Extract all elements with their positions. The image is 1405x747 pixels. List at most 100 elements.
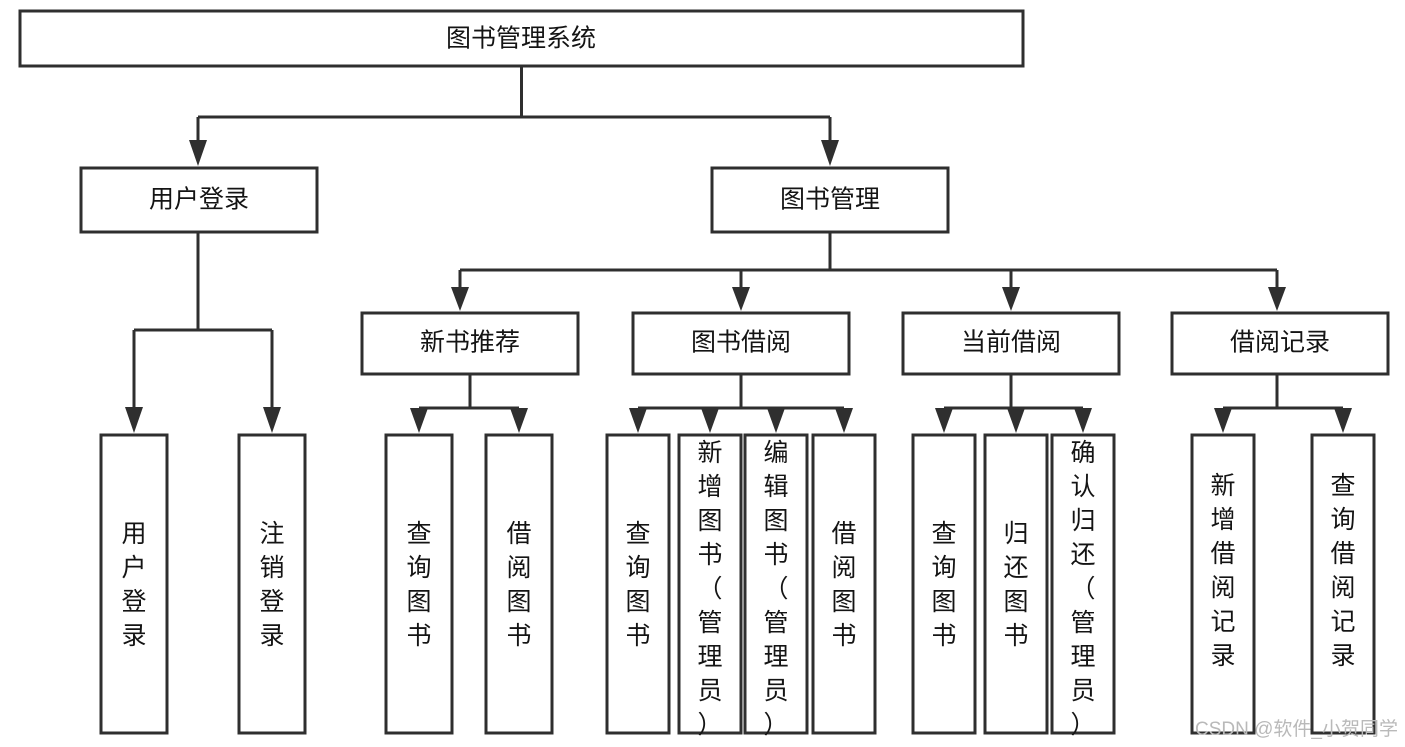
- leaf-label-char: 书: [831, 622, 856, 650]
- leaf-node-leaf-user-login[interactable]: 用户登录: [99, 433, 169, 735]
- leaf-label-char: 借: [506, 520, 531, 548]
- node-new-book-recommend[interactable]: 新书推荐: [360, 311, 580, 376]
- leaf-node-label: 借阅图书: [506, 520, 531, 650]
- leaf-label-char: 记: [1210, 608, 1235, 636]
- node-borrow-record-box[interactable]: [1170, 311, 1390, 376]
- leaf-node-box[interactable]: [677, 433, 743, 735]
- node-current-borrow[interactable]: 当前借阅: [901, 311, 1121, 376]
- leaf-node-box[interactable]: [484, 433, 554, 735]
- leaf-node-label: 查询图书: [625, 520, 650, 650]
- csdn-watermark: CSDN @软件_小贺同学: [1195, 718, 1398, 740]
- connector-group-book-management-to-level3: [451, 232, 1286, 311]
- leaf-label-char: 确: [1070, 439, 1095, 467]
- leaf-node-leaf-query-book-rec[interactable]: 查询图书: [384, 433, 454, 735]
- connector-group-root-to-level2: [189, 66, 839, 166]
- node-new-book-recommend-box[interactable]: [360, 311, 580, 376]
- node-user-login-box[interactable]: [79, 166, 319, 234]
- leaf-label-char: 查: [625, 520, 650, 548]
- leaf-label-char: 图: [763, 507, 788, 535]
- leaf-node-box[interactable]: [1310, 433, 1376, 735]
- leaf-label-char: ）: [1070, 711, 1095, 739]
- leaf-label-char: 书: [625, 622, 650, 650]
- node-user-login[interactable]: 用户登录: [79, 166, 319, 234]
- leaf-label-char: 书: [931, 622, 956, 650]
- leaf-node-label: 查询图书: [931, 520, 956, 650]
- arrow-head-book-management: [821, 140, 839, 166]
- leaf-label-char: 图: [506, 588, 531, 616]
- leaf-node-box[interactable]: [1050, 433, 1116, 735]
- arrow-head-new-book-recommend: [451, 287, 469, 311]
- leaf-label-char: 图: [1003, 588, 1028, 616]
- leaf-node-leaf-confirm-return[interactable]: 确认归还（管理员）: [1050, 433, 1116, 739]
- leaf-label-char: 记: [1330, 608, 1355, 636]
- leaf-label-char: 认: [1070, 473, 1095, 501]
- arrow-head-leaf-add-record: [1214, 408, 1232, 433]
- arrow-head-leaf-borrow-book: [835, 408, 853, 433]
- leaf-node-leaf-add-book[interactable]: 新增图书（管理员）: [677, 433, 743, 739]
- leaf-label-char: 图: [697, 507, 722, 535]
- leaf-node-box[interactable]: [1190, 433, 1256, 735]
- leaf-label-char: 管: [697, 609, 722, 637]
- leaf-node-label: 查询借阅记录: [1330, 472, 1355, 670]
- leaf-node-leaf-logout[interactable]: 注销登录: [237, 433, 307, 735]
- node-book-management[interactable]: 图书管理: [710, 166, 950, 234]
- leaf-label-char: 借: [1330, 540, 1355, 568]
- leaf-node-leaf-borrow-book-rec[interactable]: 借阅图书: [484, 433, 554, 735]
- leaf-node-box[interactable]: [911, 433, 977, 735]
- node-new-book-recommend-label: 新书推荐: [420, 329, 520, 357]
- arrow-head-leaf-query-book-rec: [410, 408, 428, 433]
- node-user-login-label: 用户登录: [149, 186, 249, 214]
- leaf-label-char: 增: [697, 473, 722, 501]
- leaf-node-leaf-query-record[interactable]: 查询借阅记录: [1310, 433, 1376, 735]
- leaf-node-leaf-add-record[interactable]: 新增借阅记录: [1190, 433, 1256, 735]
- leaf-label-char: 查: [931, 520, 956, 548]
- connector-group-user-login-to-leaves: [125, 232, 281, 433]
- arrow-head-borrow-record: [1268, 287, 1286, 311]
- leaf-node-box[interactable]: [743, 433, 809, 735]
- leaf-label-char: 阅: [831, 554, 856, 582]
- leaf-label-char: 编: [763, 439, 788, 467]
- leaf-node-box[interactable]: [811, 433, 877, 735]
- node-book-management-box[interactable]: [710, 166, 950, 234]
- leaf-node-layer: 用户登录注销登录查询图书借阅图书查询图书新增图书（管理员）编辑图书（管理员）借阅…: [99, 433, 1376, 739]
- leaf-label-char: 询: [1330, 506, 1355, 534]
- leaf-label-char: 归: [1003, 520, 1028, 548]
- leaf-node-leaf-return-book[interactable]: 归还图书: [983, 433, 1049, 735]
- node-root-box[interactable]: [18, 9, 1025, 68]
- leaf-node-label: 新增借阅记录: [1210, 472, 1235, 670]
- leaf-label-char: 管: [763, 609, 788, 637]
- leaf-label-char: 阅: [1210, 574, 1235, 602]
- leaf-node-leaf-query-book-borrow[interactable]: 查询图书: [605, 433, 671, 735]
- node-root[interactable]: 图书管理系统: [18, 9, 1025, 68]
- node-book-borrow[interactable]: 图书借阅: [631, 311, 851, 376]
- leaf-label-char: 理: [1070, 643, 1095, 671]
- leaf-node-box[interactable]: [99, 433, 169, 735]
- leaf-label-char: 书: [697, 541, 722, 569]
- leaf-node-leaf-edit-book[interactable]: 编辑图书（管理员）: [743, 433, 809, 739]
- leaf-label-char: 借: [831, 520, 856, 548]
- leaf-label-char: （: [697, 575, 722, 603]
- node-borrow-record-label: 借阅记录: [1230, 329, 1330, 357]
- leaf-node-leaf-query-book-cur[interactable]: 查询图书: [911, 433, 977, 735]
- leaf-label-char: 书: [506, 622, 531, 650]
- connector-group-book-borrow-to-leaves: [629, 374, 853, 433]
- arrow-head-leaf-logout: [263, 407, 281, 433]
- node-book-borrow-box[interactable]: [631, 311, 851, 376]
- leaf-label-char: 录: [259, 622, 284, 650]
- node-borrow-record[interactable]: 借阅记录: [1170, 311, 1390, 376]
- leaf-label-char: 销: [259, 554, 284, 582]
- leaf-node-label: 查询图书: [406, 520, 431, 650]
- leaf-node-box[interactable]: [384, 433, 454, 735]
- leaf-label-char: 归: [1070, 507, 1095, 535]
- leaf-node-box[interactable]: [237, 433, 307, 735]
- node-book-borrow-label: 图书借阅: [691, 329, 791, 357]
- leaf-label-char: 还: [1003, 554, 1028, 582]
- arrow-head-leaf-confirm-return: [1074, 408, 1092, 433]
- leaf-label-char: 管: [1070, 609, 1095, 637]
- leaf-node-leaf-borrow-book[interactable]: 借阅图书: [811, 433, 877, 735]
- leaf-node-box[interactable]: [605, 433, 671, 735]
- leaf-node-box[interactable]: [983, 433, 1049, 735]
- leaf-label-char: 书: [406, 622, 431, 650]
- node-current-borrow-box[interactable]: [901, 311, 1121, 376]
